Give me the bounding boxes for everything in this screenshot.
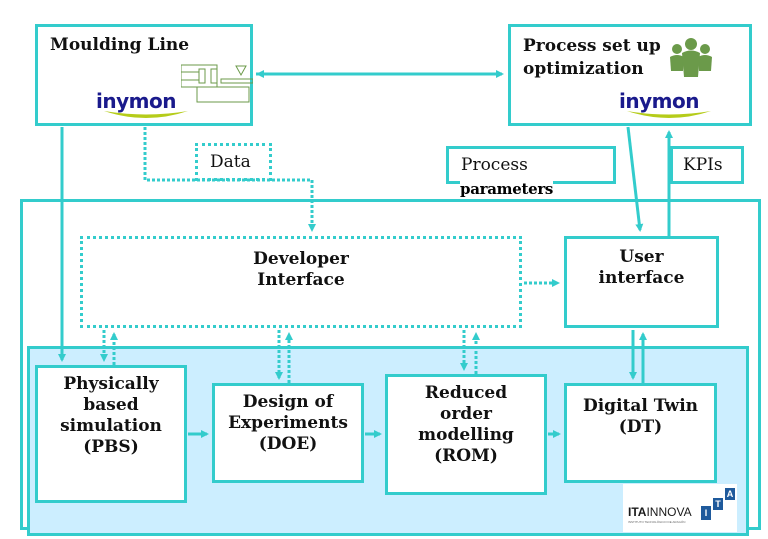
dt-line2: (DT): [618, 417, 663, 437]
moulding-line-node[interactable]: Moulding Line inymon: [35, 24, 253, 126]
pbs-node[interactable]: Physically based simulation (PBS): [35, 365, 187, 503]
pbs-line4: (PBS): [83, 437, 139, 457]
developer-interface-line2: Interface: [257, 270, 345, 290]
ita-block-i: I: [701, 506, 711, 520]
kpis-edge-label: KPIs: [670, 146, 744, 184]
rom-line1: Reduced: [424, 383, 508, 403]
doe-line2: Experiments: [228, 413, 348, 433]
user-interface-line1: User: [619, 247, 664, 267]
inymon-swoosh-icon: [627, 111, 711, 118]
pbs-line1: Physically: [63, 374, 159, 394]
process-setup-title-line1: Process set up: [523, 36, 661, 56]
doe-line1: Design of: [242, 392, 334, 412]
rom-line2: order: [440, 404, 492, 424]
ita-subtitle: INSTITUTO TECNOLÓGICO DE ARAGÓN: [628, 520, 686, 524]
developer-interface-line1: Developer: [253, 249, 349, 269]
ita-block-a: A: [725, 488, 735, 500]
ita-bold-text: ITA: [628, 505, 647, 519]
rom-line3: modelling: [418, 425, 514, 445]
user-interface-line2: interface: [598, 268, 685, 288]
doe-line3: (DOE): [258, 434, 318, 454]
process-setup-title: Process set up optimization: [523, 35, 661, 81]
inymon-swoosh-icon: [104, 111, 188, 118]
itainnova-logo: ITAINNOVA INSTITUTO TECNOLÓGICO DE ARAGÓ…: [623, 484, 737, 532]
inymon-logo: inymon: [619, 89, 719, 125]
moulding-line-title: Moulding Line: [50, 35, 190, 55]
inymon-logo: inymon: [96, 89, 196, 125]
pbs-line3: simulation: [60, 416, 162, 436]
parameters-text: parameters: [460, 180, 554, 198]
doe-node[interactable]: Design of Experiments (DOE): [212, 383, 364, 483]
data-flow-arrow: [143, 127, 316, 232]
data-edge-label: Data: [195, 143, 272, 181]
ita-block-t: T: [713, 498, 723, 510]
developer-interface-node[interactable]: Developer Interface: [80, 236, 522, 328]
process-setup-title-line2: optimization: [523, 59, 644, 79]
rom-line4: (ROM): [434, 446, 498, 466]
ita-rest-text: INNOVA: [646, 505, 692, 519]
process-params-arrow: [626, 126, 644, 232]
rom-node[interactable]: Reduced order modelling (ROM): [385, 374, 547, 495]
user-interface-node[interactable]: User interface: [564, 236, 719, 328]
dt-line1: Digital Twin: [582, 396, 699, 416]
process-setup-optimization-node[interactable]: Process set up optimization inymon: [508, 24, 752, 126]
pbs-line2: based: [83, 395, 139, 415]
digital-twin-node[interactable]: Digital Twin (DT): [564, 383, 717, 483]
